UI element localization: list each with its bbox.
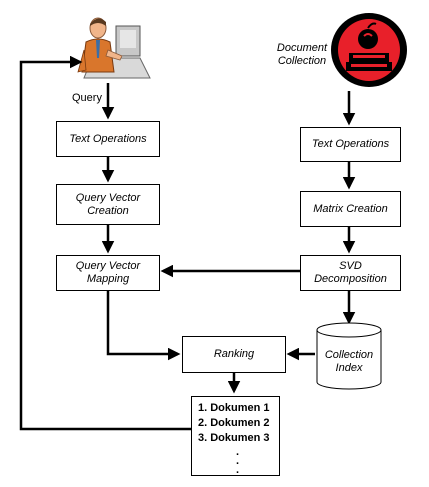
query-vector-creation-box: Query Vector Creation [56, 184, 160, 225]
connectors [19, 55, 356, 431]
arrow-mapping-to-ranking [106, 291, 181, 361]
svd-decomposition-box: SVD Decomposition [300, 255, 401, 291]
ellipsis-dot: . [236, 446, 240, 458]
query-vector-creation-label: Query Vector Creation [75, 191, 141, 217]
text-operations-query-box: Text Operations [56, 121, 160, 157]
result-item: 1. Dokumen 1 [198, 402, 270, 414]
result-item: 2. Dokumen 2 [198, 417, 270, 429]
document-collection-text: Document Collection [276, 42, 328, 67]
svd-decomposition-label: SVD Decomposition [314, 260, 387, 285]
ellipsis-dot: . [236, 455, 240, 467]
collection-index-cylinder [316, 322, 382, 390]
text-operations-query-label: Text Operations [69, 132, 147, 145]
document-collection-label: Document Collection [266, 42, 338, 68]
query-label: Query [72, 92, 102, 104]
collection-index-text: Collection Index [324, 349, 374, 374]
person-at-computer-icon [77, 17, 151, 79]
ranking-box: Ranking [182, 336, 286, 373]
matrix-creation-box: Matrix Creation [300, 191, 401, 227]
results-list: 1. Dokumen 1 2. Dokumen 2 3. Dokumen 3 .… [191, 396, 280, 476]
query-vector-mapping-label: Query Vector Mapping [75, 260, 141, 285]
matrix-creation-label: Matrix Creation [313, 202, 388, 215]
text-operations-collection-label: Text Operations [311, 138, 390, 150]
document-collection-icon [331, 13, 407, 87]
ellipsis-dot: . [236, 464, 240, 476]
result-item: 3. Dokumen 3 [198, 432, 270, 444]
collection-index-label: Collection Index [317, 349, 381, 375]
ranking-label: Ranking [213, 348, 255, 360]
text-operations-collection-box: Text Operations [300, 127, 401, 162]
feedback-loop-results-to-user [19, 55, 191, 431]
query-vector-mapping-box: Query Vector Mapping [56, 255, 160, 291]
